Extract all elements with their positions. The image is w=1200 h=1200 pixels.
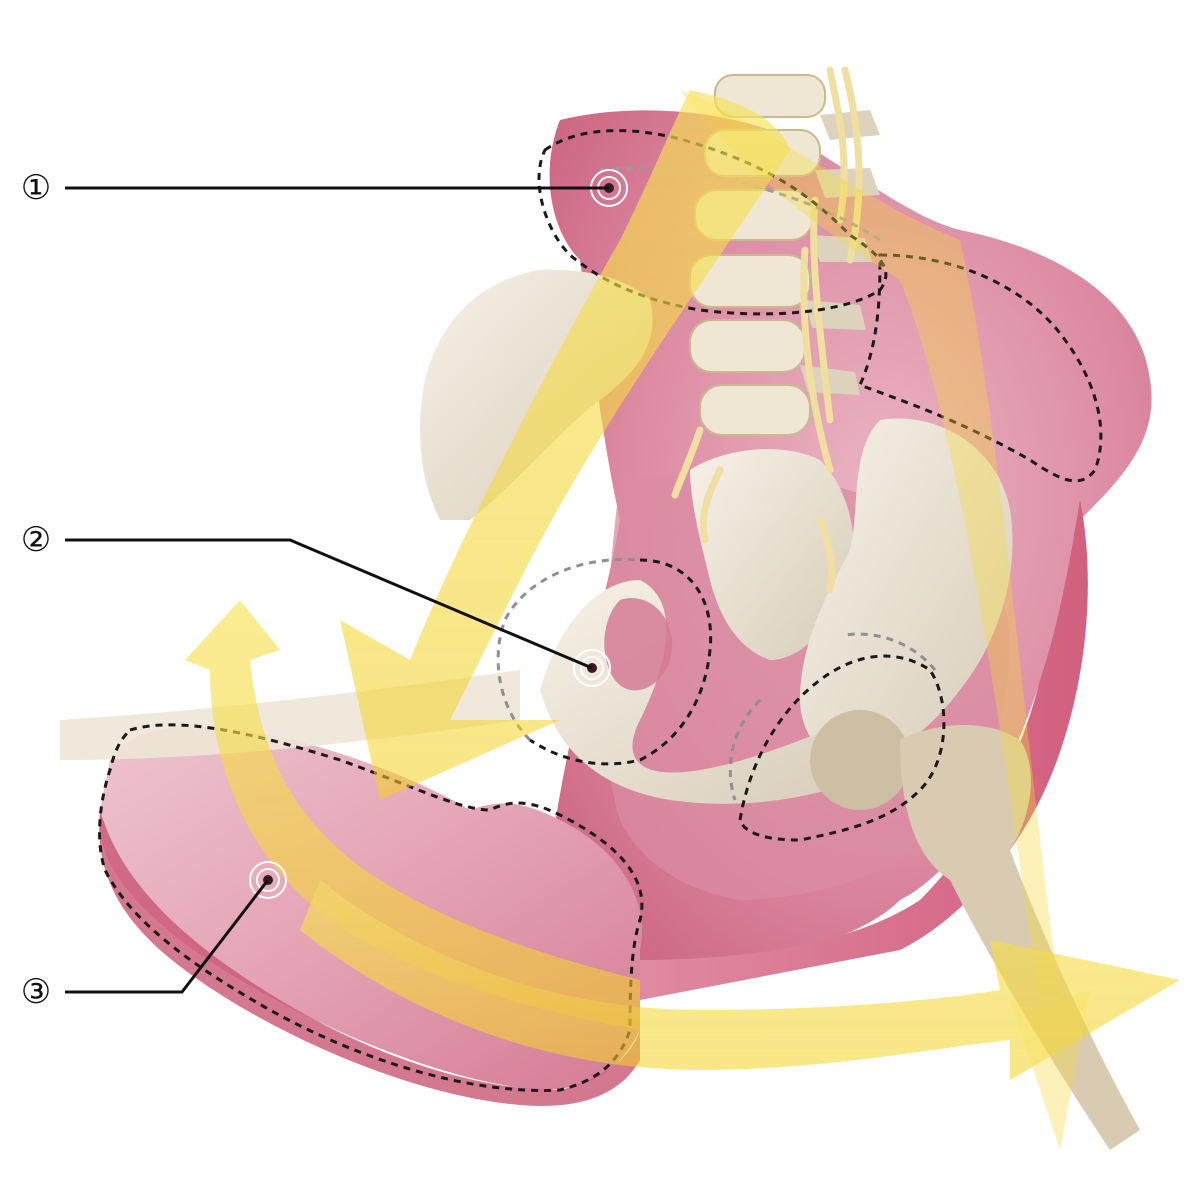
- femoral-head: [810, 710, 910, 810]
- arrow-right: [300, 880, 1180, 1080]
- leader-line-2: [65, 538, 593, 670]
- spinous-processes: [800, 110, 880, 395]
- force-arrows: [185, 90, 1180, 1150]
- arrow-down-right: [680, 90, 1090, 1150]
- right-ilium: [800, 418, 1013, 770]
- callout-3: ③: [21, 972, 51, 1012]
- zone-side-support: [857, 253, 1103, 483]
- leader-lines: [65, 186, 609, 994]
- spinal-nerves: [671, 66, 863, 594]
- zone-thigh-support: [98, 723, 644, 1092]
- callout-2: ②: [21, 520, 51, 560]
- callouts: ① ② ③: [21, 168, 51, 1012]
- right-femur: [900, 725, 1140, 1150]
- zone-ischial-right: [738, 654, 946, 842]
- zone-ischial-left-back: [496, 557, 641, 742]
- arrow-down-diagonal: [340, 90, 790, 800]
- callout-1: ①: [21, 168, 51, 208]
- leader-line-3: [65, 879, 270, 994]
- obturator-foramen: [604, 598, 672, 691]
- sacrum: [690, 449, 854, 660]
- zone-ischial-right-back: [728, 632, 937, 801]
